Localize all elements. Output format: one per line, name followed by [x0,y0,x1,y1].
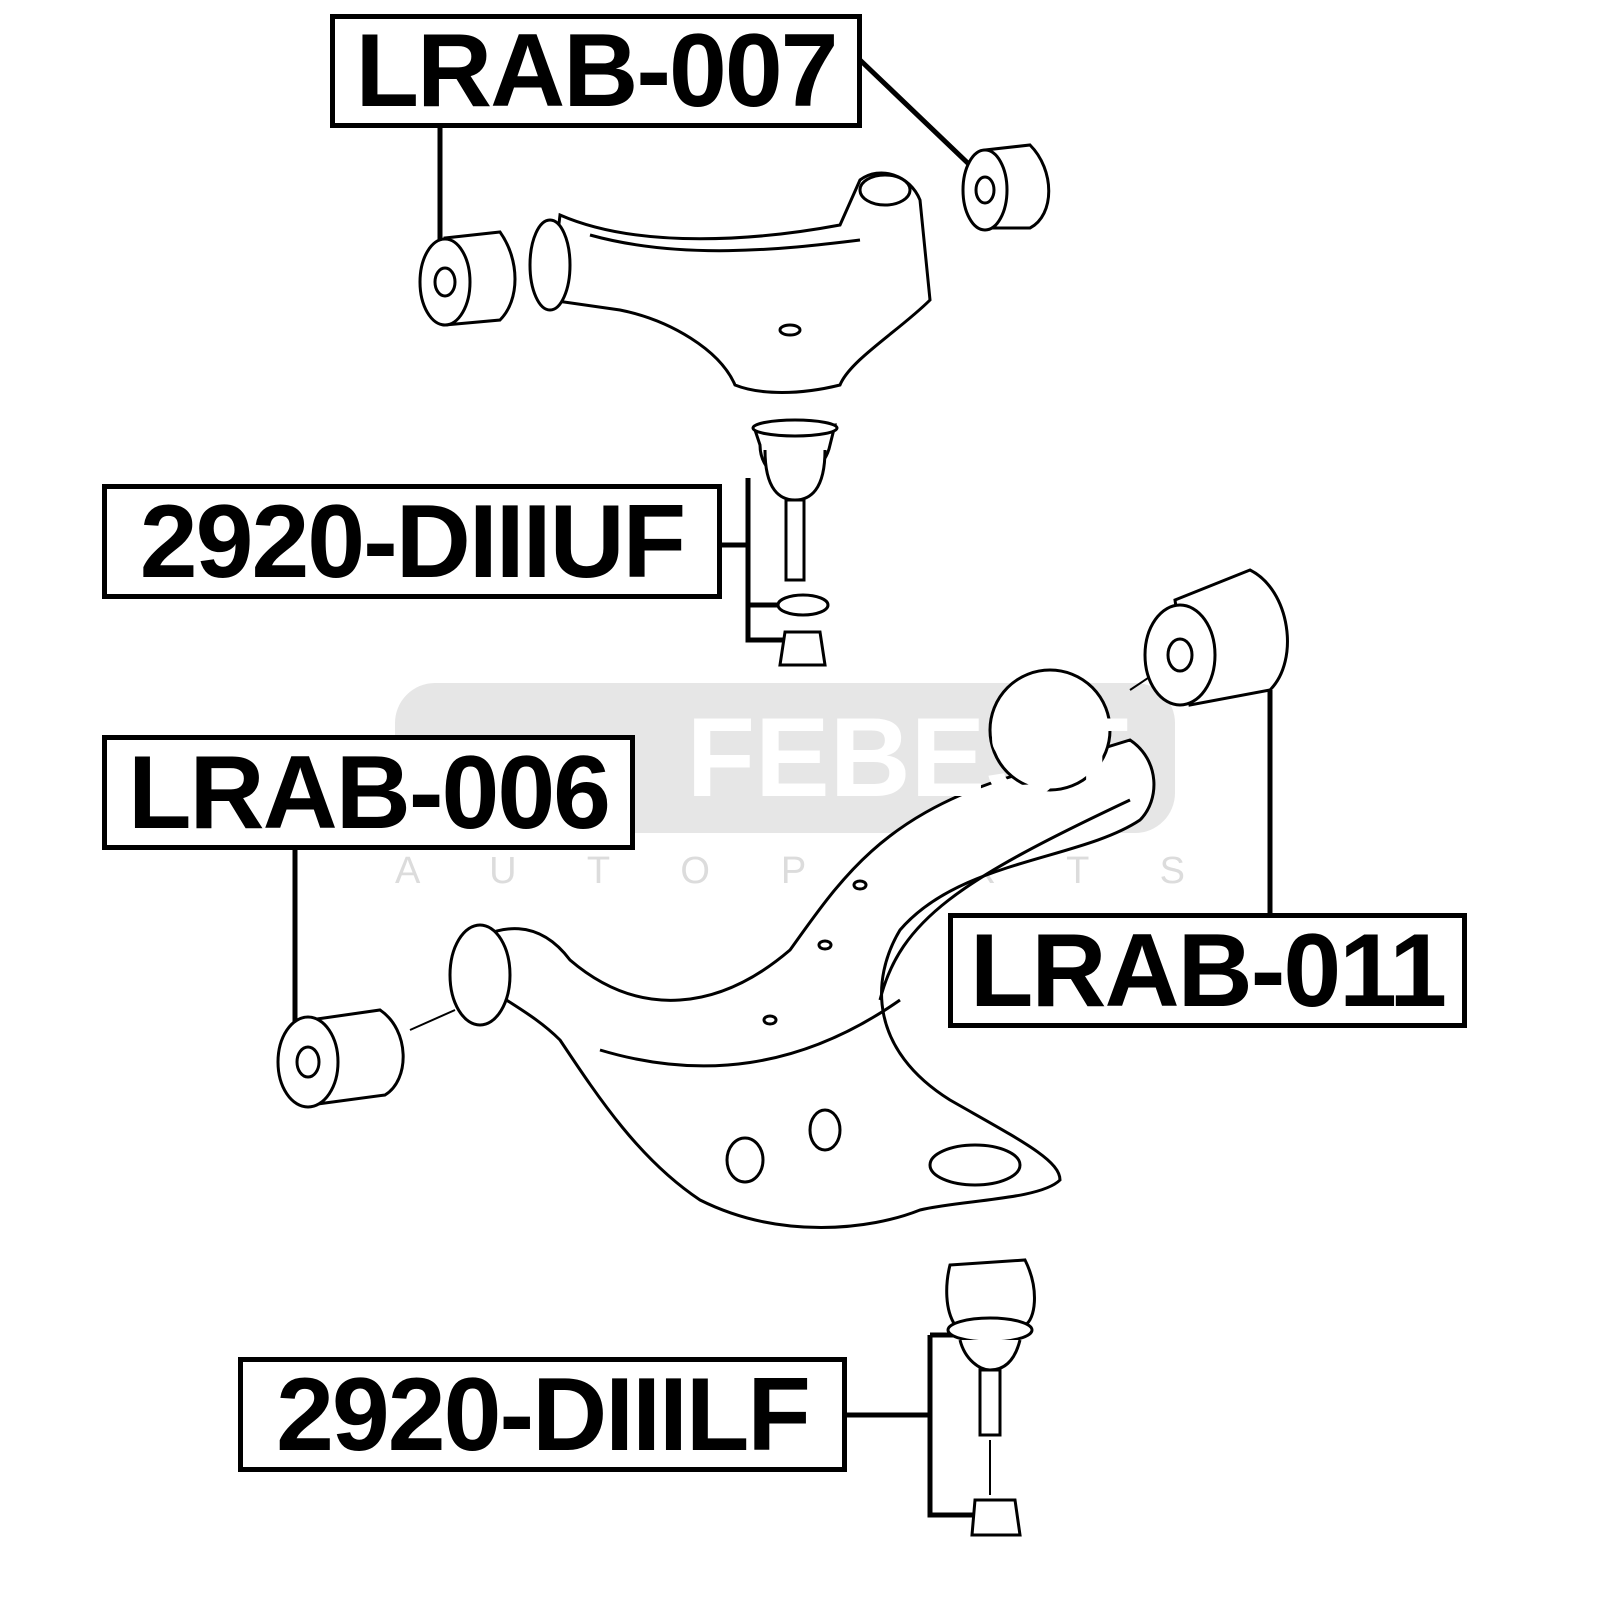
part-label-2920-diiiuf[interactable]: 2920-DIIIUF [102,484,722,599]
leader-lines [292,58,1273,1518]
lower-bushing-front [276,1008,456,1109]
lower-control-arm [448,668,1156,1229]
upper-bushing-rear [961,143,1051,232]
part-label-lrab-007[interactable]: LRAB-007 [330,14,862,128]
upper-ball-joint [751,418,839,667]
watermark-logo: FEBEST [686,695,1129,820]
lower-ball-joint [945,1258,1036,1537]
part-label-2920-diiilf[interactable]: 2920-DIIILF [238,1357,847,1472]
part-label-lrab-006[interactable]: LRAB-006 [102,735,635,850]
upper-control-arm [528,171,932,394]
part-label-lrab-011[interactable]: LRAB-011 [948,913,1467,1028]
watermark-tagline-text: A U T O P A R T S [395,850,1185,892]
watermark-tagline: A U T O P A R T S [395,850,1185,893]
lower-bushing-rear [1129,568,1289,707]
upper-bushing-front [418,230,517,327]
